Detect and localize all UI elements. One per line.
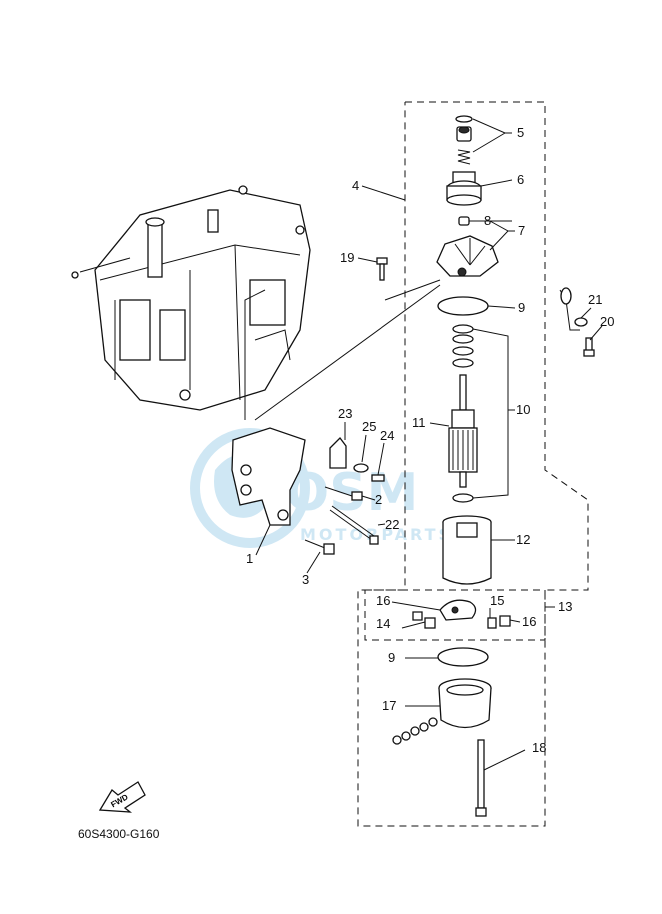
- callout-4: 4: [352, 178, 359, 193]
- engine-block: [71, 185, 311, 411]
- callout-15: 15: [490, 593, 504, 608]
- callout-24: 24: [380, 428, 394, 443]
- callout-11: 11: [412, 415, 426, 430]
- part-17-end-cap: [438, 678, 492, 729]
- starter-assembly-boundary: [357, 101, 589, 827]
- part-5-clip: [455, 115, 473, 123]
- part-21-washer: [574, 317, 588, 327]
- part-3-bolt: [304, 539, 335, 555]
- callout-8: 8: [484, 213, 491, 228]
- callout-9-lower: 9: [388, 650, 395, 665]
- pinion-group-boundary: [364, 589, 546, 641]
- diagram-code: 60S4300-G160: [78, 827, 160, 841]
- callout-20: 20: [600, 314, 614, 329]
- callout-6: 6: [517, 172, 524, 187]
- part-23-plate: [329, 437, 347, 469]
- callout-1: 1: [246, 551, 253, 566]
- part-12-yoke: [442, 515, 492, 585]
- callout-19: 19: [340, 250, 354, 265]
- part-16-spring: [499, 615, 511, 627]
- part-1-bracket: [231, 427, 306, 526]
- part-25-washer: [353, 463, 369, 473]
- callout-17: 17: [382, 698, 396, 713]
- part-5-spring: [457, 149, 471, 165]
- callout-16-right: 16: [522, 614, 536, 629]
- callout-16-left: 16: [376, 593, 390, 608]
- callout-13: 13: [558, 599, 572, 614]
- callout-22: 22: [385, 517, 399, 532]
- part-16-spring-left: [412, 611, 423, 621]
- part-18-through-bolt: [475, 739, 487, 817]
- callout-5: 5: [517, 125, 524, 140]
- callout-14: 14: [376, 616, 390, 631]
- watermark-globe: [190, 428, 310, 548]
- part-13-brush-holder: [439, 599, 477, 621]
- callout-10: 10: [516, 402, 530, 417]
- part-6-pinion: [446, 171, 482, 206]
- part-22-bolt: [329, 505, 379, 545]
- part-14-screw: [401, 617, 436, 629]
- callout-labels: 5 6 8 7 4 19 9 21 20 10 11 23 25 24 2 22…: [246, 125, 614, 755]
- part-10-washer: [452, 324, 474, 334]
- callout-23: 23: [338, 406, 352, 421]
- part-11-armature: [448, 374, 478, 488]
- part-24-bolt: [371, 474, 385, 482]
- callout-21: 21: [588, 292, 602, 307]
- part-8-bushing: [458, 216, 470, 226]
- callout-25: 25: [362, 419, 376, 434]
- callout-9-upper: 9: [518, 300, 525, 315]
- part-15-brush: [487, 617, 497, 629]
- part-9-o-ring-upper: [437, 296, 489, 316]
- part-20-bolt: [583, 337, 595, 357]
- part-9-o-ring-lower: [437, 647, 489, 667]
- leader-lines: [255, 118, 603, 771]
- watermark-subtitle: MOTORPARTS: [300, 525, 453, 544]
- part-17-hardware: [392, 717, 438, 745]
- callout-7: 7: [518, 223, 525, 238]
- part-19-bolt: [376, 257, 388, 281]
- callout-12: 12: [516, 532, 530, 547]
- fwd-arrow: FWD: [98, 781, 146, 813]
- callout-3: 3: [302, 572, 309, 587]
- part-7-end-cover: [436, 235, 499, 277]
- callout-2: 2: [375, 492, 382, 507]
- callout-18: 18: [532, 740, 546, 755]
